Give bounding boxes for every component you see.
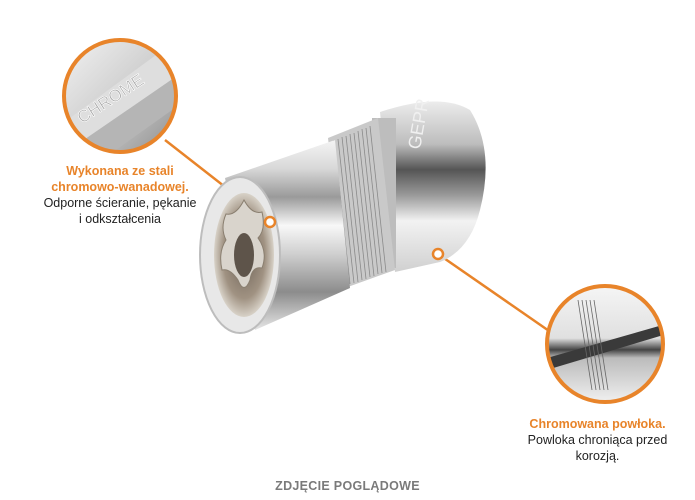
socket-body: GEPR [199,97,486,334]
callout-coating-title: Chromowana powłoka. [529,417,666,431]
callout-coating-body-1: Powloka chroniąca przed [527,433,668,447]
callout-steel-body-1: Odporne ścieranie, pękanie [43,196,197,210]
callout-connector-2 [437,252,553,335]
callout-dot-1 [263,215,277,229]
callout-coating-body-2: korozją. [575,449,620,463]
callout-dot-2 [431,247,445,261]
callout-steel-title-2: chromowo-wanadowej. [51,180,189,194]
callout-steel-body-2: i odkształcenia [79,212,161,226]
zoom-circle-coating [545,284,665,404]
illustrative-photo-caption: ZDJĘCIE POGLĄDOWE [275,479,420,493]
callout-steel-title-1: Wykonana ze stali [66,164,174,178]
callout-steel: Wykonana ze stali chromowo-wanadowej. Od… [20,163,220,227]
callout-coating: Chromowana powłoka. Powloka chroniąca pr… [500,416,695,464]
zoom-circle-chrome: CHROME [62,38,178,154]
